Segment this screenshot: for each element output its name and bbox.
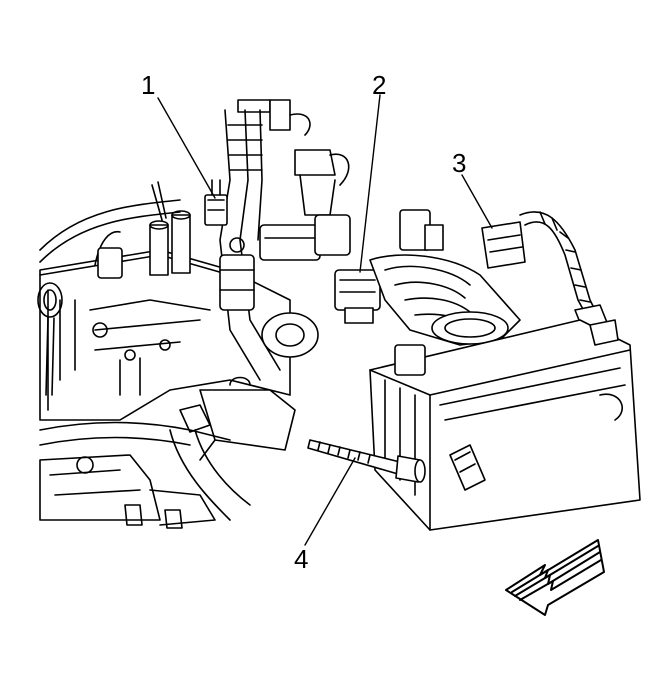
coolant-hose: [39, 421, 251, 521]
leader-line-1: [157, 97, 216, 199]
bolt-4: [307, 439, 426, 483]
mounting-bracket: [179, 376, 296, 461]
callout-4: 4: [294, 544, 309, 574]
leader-line-4: [304, 457, 356, 546]
lower-engine-parts: [39, 454, 216, 529]
callout-2: 2: [372, 70, 387, 100]
dipstick-handle: [37, 282, 63, 396]
wiring-harness-left: [39, 181, 191, 279]
leader-line-2: [359, 94, 381, 273]
throttle-actuator: [219, 214, 351, 358]
leader-line-3: [461, 174, 493, 229]
connector-1: [204, 179, 228, 226]
callout-3: 3: [452, 148, 467, 178]
front-direction-arrow-icon: [505, 539, 605, 616]
intake-duct: [369, 209, 521, 346]
callout-1: 1: [141, 70, 156, 100]
air-cleaner-box: [369, 319, 641, 531]
leader-lines: [157, 94, 493, 546]
wiring-harness-top: [219, 99, 350, 381]
